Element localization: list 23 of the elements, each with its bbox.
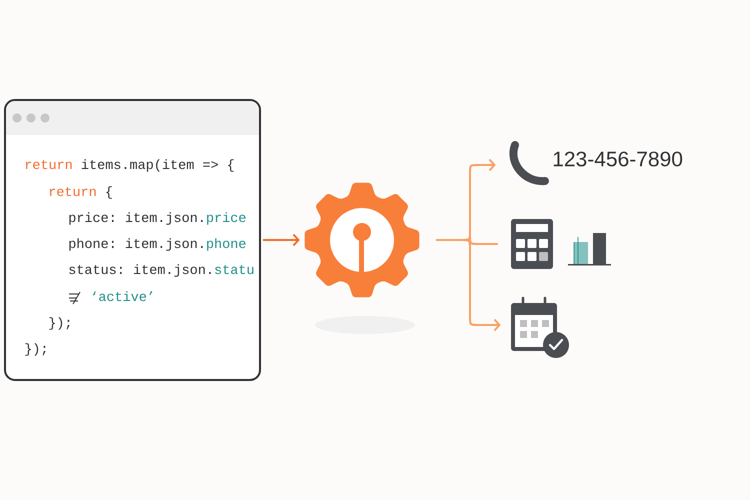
code-text: item.json. (126, 212, 203, 225)
code-text: price (207, 212, 246, 225)
gear-icon (304, 182, 420, 298)
arrow (263, 234, 300, 246)
phone-icon (509, 141, 549, 186)
code-text: status: (69, 265, 122, 274)
code-text: { (106, 186, 112, 199)
code-text: return (50, 187, 96, 196)
code-text: }); (49, 317, 70, 330)
arrow (436, 239, 501, 332)
code-text: return (26, 160, 72, 170)
code-text: item.json. (134, 264, 211, 277)
code-text: }); (25, 343, 46, 356)
code-text: phone: (69, 238, 114, 251)
code-text: price: (69, 212, 114, 225)
code-text: ‘active’ (92, 291, 152, 302)
phone-number: 123-456-7890 (554, 152, 682, 166)
calculator-icon (511, 219, 553, 269)
code-text: item.json. (126, 238, 203, 251)
code-text: statu (215, 265, 254, 274)
code-text: items.map(item => { (82, 159, 234, 172)
code-text: phone (207, 238, 246, 251)
calendar-icon (511, 296, 569, 358)
